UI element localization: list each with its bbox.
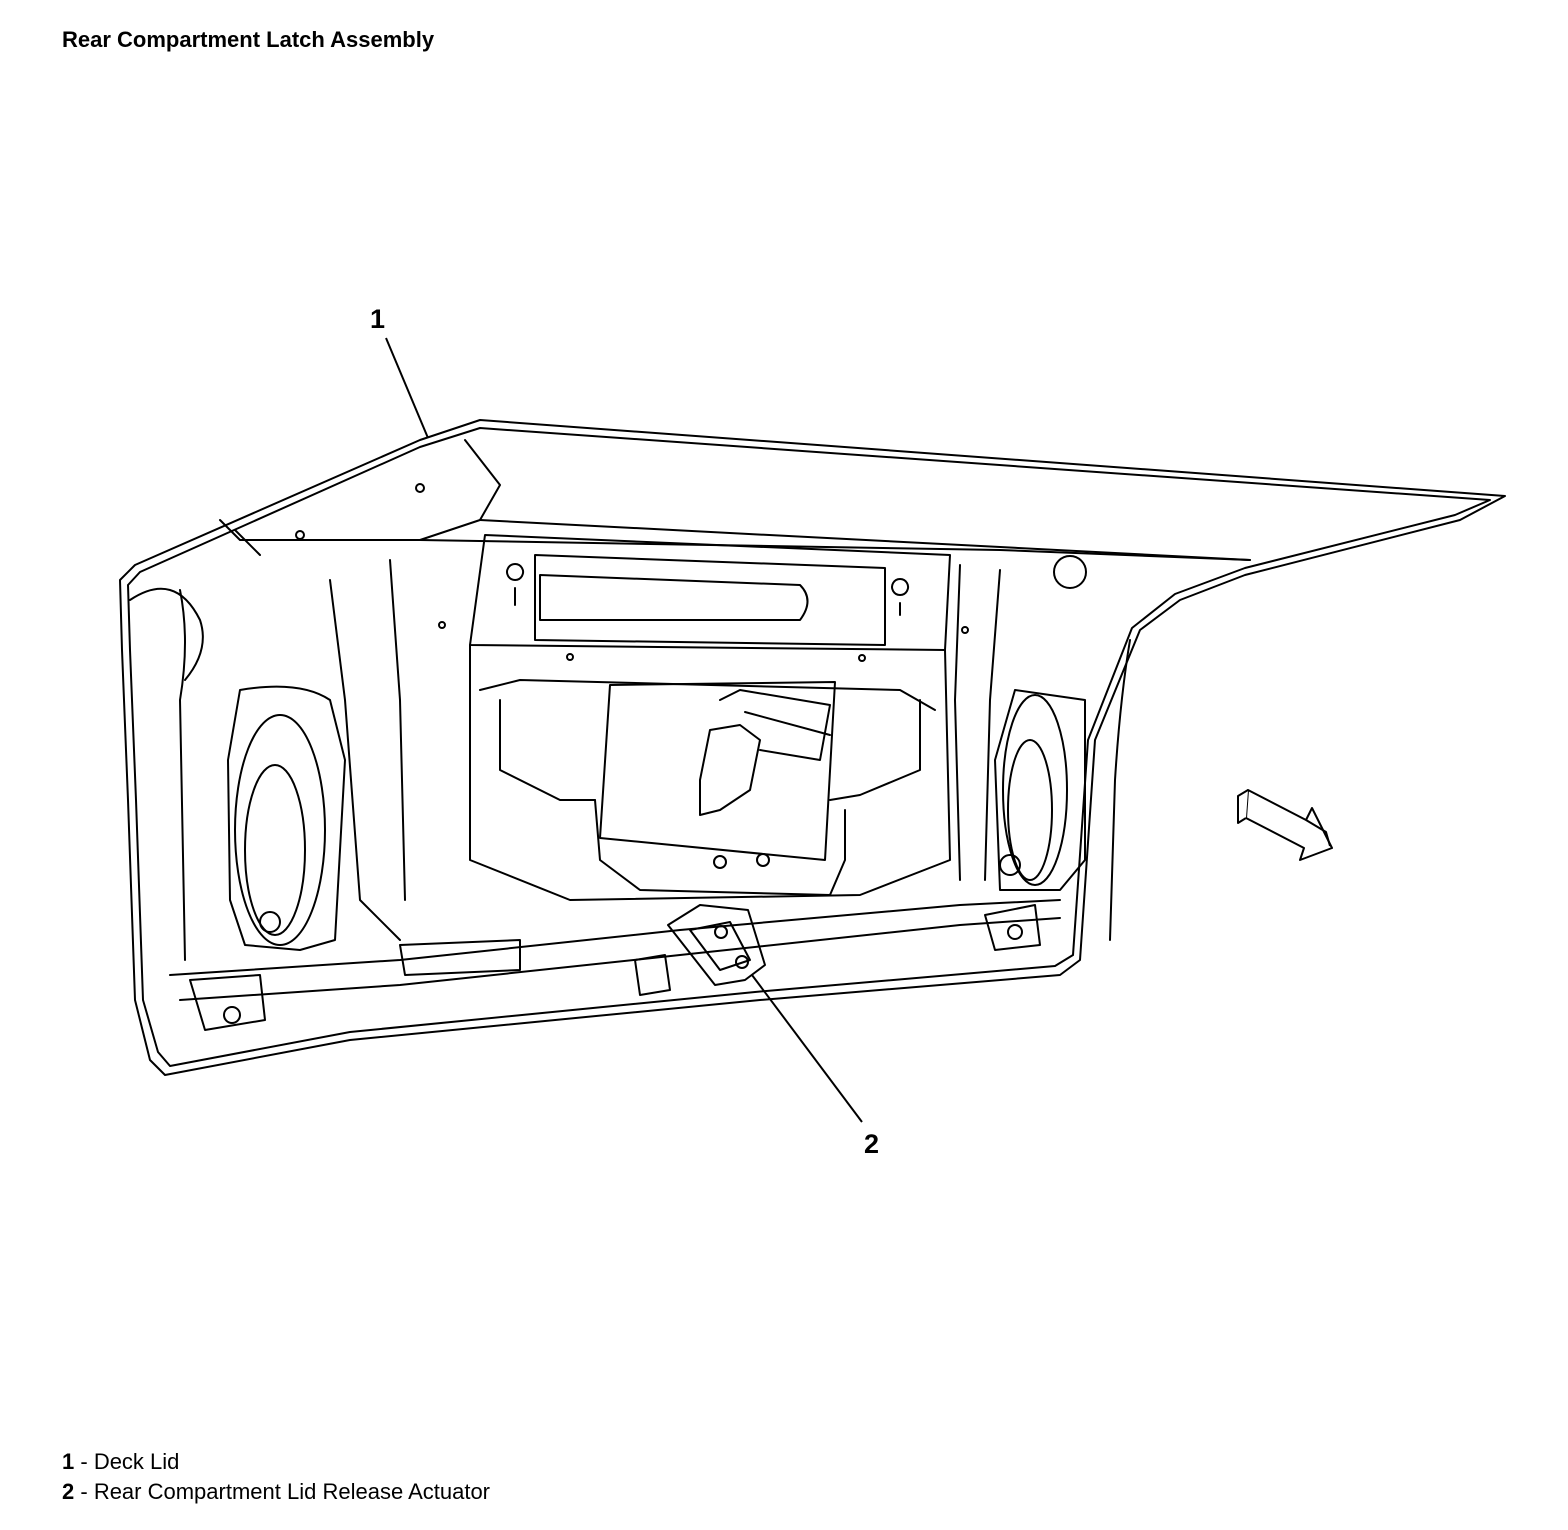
diagram-title: Rear Compartment Latch Assembly (62, 27, 435, 52)
legend-separator: - (74, 1449, 94, 1474)
left-speaker-well (227, 685, 346, 951)
callout-2-leader (751, 974, 863, 1123)
legend-number: 1 (62, 1449, 75, 1474)
legend: 1 - Deck Lid 2 - Rear Compartment Lid Re… (62, 1447, 490, 1507)
latch-recess (599, 681, 836, 861)
legend-separator: - (74, 1479, 94, 1504)
callout-1-leader (385, 337, 429, 439)
legend-item-deck-lid: 1 - Deck Lid (62, 1447, 490, 1477)
latch-body (667, 904, 766, 986)
deck-lid-outline (119, 419, 1506, 1076)
callout-1: 1 (370, 304, 385, 334)
legend-item-release-actuator: 2 - Rear Compartment Lid Release Actuato… (62, 1477, 490, 1507)
right-speaker-well (994, 689, 1086, 891)
forward-direction-arrow-icon (1237, 789, 1333, 861)
callout-2: 2 (864, 1129, 879, 1159)
legend-label: Rear Compartment Lid Release Actuator (93, 1479, 491, 1504)
legend-number: 2 (62, 1479, 75, 1504)
legend-label: Deck Lid (93, 1449, 180, 1474)
center-panel (469, 534, 951, 651)
